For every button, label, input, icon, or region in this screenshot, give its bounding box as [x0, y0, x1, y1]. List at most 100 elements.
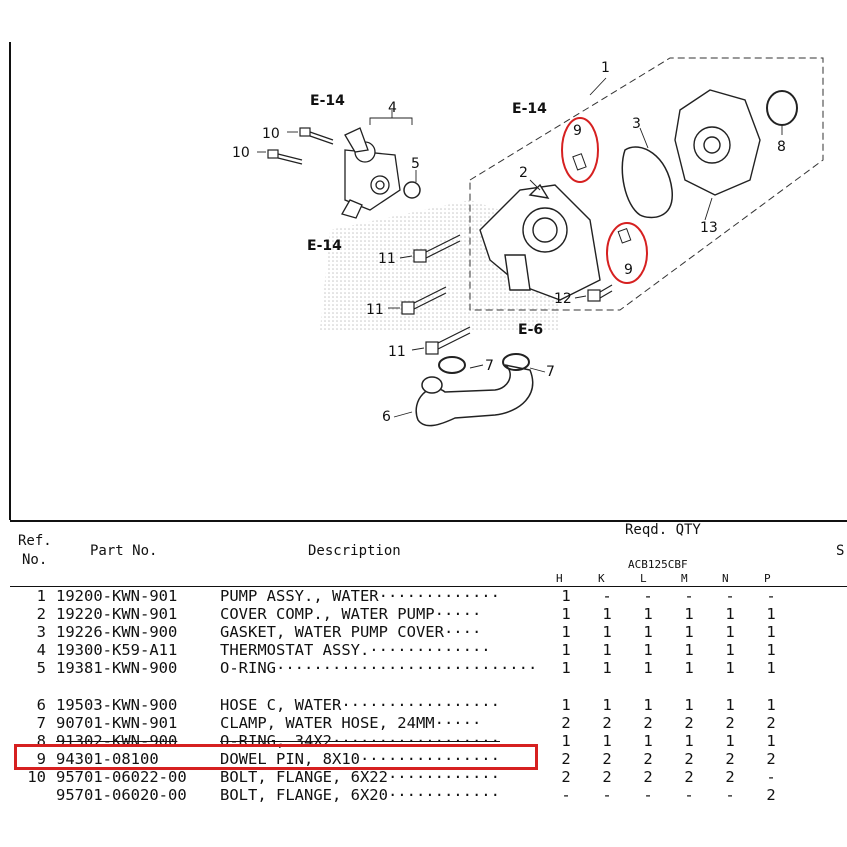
parts-diagram: 1 2 3 4 5 6 7 7 8 9 9 10 10 11 11 11 12 …: [9, 42, 824, 520]
qty-cell: 1: [725, 732, 735, 750]
header-col-p: P: [764, 572, 771, 585]
qty-cell: -: [643, 786, 653, 804]
qty-cell: 1: [766, 605, 776, 623]
qty-cell: 1: [766, 623, 776, 641]
ref-no-cell: 7: [36, 714, 46, 732]
callout-6: 6: [382, 409, 391, 425]
qty-cell: 2: [766, 714, 776, 732]
qty-cell: 1: [725, 641, 735, 659]
clamp-7-left: [438, 356, 466, 374]
ref-no-cell: 2: [36, 605, 46, 623]
qty-cell: 1: [561, 659, 571, 677]
bolts-10: [267, 127, 334, 165]
section-ref-e14-top-right: E-14: [512, 101, 547, 117]
part-no-cell: 19503-KWN-900: [56, 696, 178, 714]
qty-cell: -: [766, 587, 776, 605]
qty-cell: 1: [766, 732, 776, 750]
header-ref: Ref.: [18, 533, 52, 549]
qty-cell: 1: [684, 605, 694, 623]
qty-cell: 1: [602, 732, 612, 750]
highlight-row-9: [14, 744, 538, 770]
callout-5: 5: [411, 156, 420, 172]
qty-cell: 2: [725, 768, 735, 786]
part-no-cell: 19381-KWN-900: [56, 659, 178, 677]
qty-cell: 1: [602, 623, 612, 641]
qty-cell: 1: [766, 659, 776, 677]
parts-table: Ref. No. Part No. Description Reqd. QTY …: [0, 520, 847, 847]
clamp-7-right: [502, 353, 530, 371]
header-model: ACB125CBF: [628, 558, 688, 571]
qty-cell: -: [643, 587, 653, 605]
water-hose: [415, 364, 534, 427]
qty-cell: 1: [684, 641, 694, 659]
qty-cell: -: [684, 786, 694, 804]
ref-no-cell: 9: [36, 750, 46, 768]
qty-cell: 2: [725, 714, 735, 732]
callout-2: 2: [519, 165, 528, 181]
qty-cell: 1: [561, 641, 571, 659]
qty-cell: 2: [602, 750, 612, 768]
part-no-cell: 19226-KWN-900: [56, 623, 178, 641]
qty-cell: -: [561, 786, 571, 804]
header-col-k: K: [598, 572, 605, 585]
qty-cell: 1: [602, 659, 612, 677]
qty-cell: 1: [684, 659, 694, 677]
part-no-cell: 95701-06022-00: [56, 768, 187, 786]
description-cell: PUMP ASSY., WATER·············: [220, 587, 500, 605]
part-no-cell: 94301-08100: [56, 750, 159, 768]
qty-cell: 2: [602, 768, 612, 786]
ref-no-cell: 1: [36, 587, 46, 605]
section-ref-e14-left: E-14: [307, 238, 342, 254]
qty-cell: 2: [643, 768, 653, 786]
qty-cell: 1: [561, 605, 571, 623]
section-ref-e6: E-6: [518, 322, 543, 338]
qty-cell: 1: [725, 659, 735, 677]
part-no-cell: 19220-KWN-901: [56, 605, 178, 623]
bolt-12: [587, 284, 613, 302]
qty-cell: -: [684, 587, 694, 605]
qty-cell: 2: [766, 786, 776, 804]
table-row: 95701-06020-00 BOLT, FLANGE, 6X20········…: [0, 786, 847, 804]
highlight-dowel-pin-lower: [606, 222, 648, 284]
header-part-no: Part No.: [90, 543, 158, 559]
gasket-3: [621, 146, 673, 219]
callout-7-right: 7: [546, 364, 555, 380]
callout-7-left: 7: [485, 358, 494, 374]
qty-cell: 1: [602, 605, 612, 623]
header-sc: S(: [836, 543, 847, 559]
qty-cell: 2: [684, 714, 694, 732]
qty-cell: 1: [602, 696, 612, 714]
callout-11-middle: 11: [366, 302, 384, 318]
qty-cell: 2: [643, 714, 653, 732]
qty-cell: 1: [561, 587, 571, 605]
qty-cell: -: [725, 786, 735, 804]
callout-8: 8: [777, 139, 786, 155]
callout-9-lower: 9: [624, 262, 633, 278]
table-top-rule: [10, 520, 847, 522]
part-no-cell: 90701-KWN-901: [56, 714, 178, 732]
qty-cell: -: [766, 768, 776, 786]
thermostat-assembly: [341, 127, 401, 219]
qty-cell: 2: [684, 750, 694, 768]
ref-no-cell: 8: [36, 732, 46, 750]
part-no-cell: 95701-06020-00: [56, 786, 187, 804]
description-cell: HOSE C, WATER·················: [220, 696, 500, 714]
description-cell: GASKET, WATER PUMP COVER····: [220, 623, 482, 641]
callout-12: 12: [554, 291, 572, 307]
description-cell: BOLT, FLANGE, 6X20············: [220, 786, 500, 804]
description-cell: O-RING····························: [220, 659, 538, 677]
qty-cell: -: [602, 786, 612, 804]
header-col-l: L: [640, 572, 647, 585]
qty-cell: 1: [643, 623, 653, 641]
description-cell: THERMOSTAT ASSY.·············: [220, 641, 491, 659]
header-col-n: N: [722, 572, 729, 585]
description-cell: BOLT, FLANGE, 6X22············: [220, 768, 500, 786]
qty-cell: 1: [643, 641, 653, 659]
ref-no-cell: 4: [36, 641, 46, 659]
description-cell: DOWEL PIN, 8X10···············: [220, 750, 500, 768]
